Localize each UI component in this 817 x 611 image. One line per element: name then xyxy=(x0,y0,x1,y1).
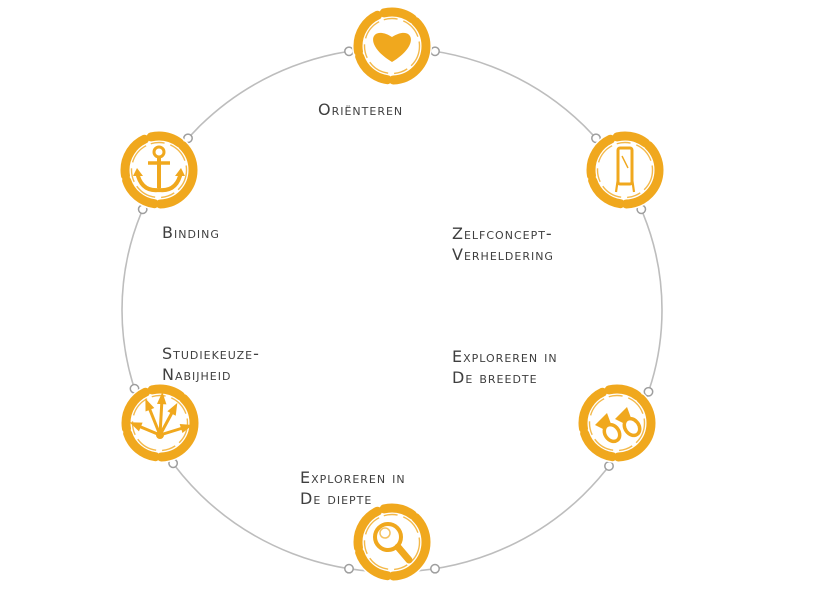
stage-node-binding xyxy=(119,130,199,210)
badge-inner-ring xyxy=(588,394,646,452)
ring-connector-dot xyxy=(344,563,354,574)
stage-node-diepte xyxy=(352,502,432,582)
stage-node-breedte xyxy=(577,383,657,463)
ring-connector-dot xyxy=(604,461,614,471)
mirror-icon xyxy=(614,146,636,193)
ring-connector-dot xyxy=(430,46,440,57)
stage-label-line: ORIËNTEREN xyxy=(318,100,404,119)
ring-connector-dot xyxy=(643,386,654,397)
badge-ring xyxy=(586,131,664,209)
badge-ring xyxy=(353,503,431,581)
ring-connector-dot xyxy=(344,46,354,57)
stage-label-line: BINDING xyxy=(162,223,220,242)
badge-ring xyxy=(578,384,656,462)
stage-node-orienteren xyxy=(352,6,432,86)
stage-label-binding: BINDING xyxy=(162,222,220,243)
binoculars-icon xyxy=(595,407,642,444)
stage-label-breedte: EXPLOREREN IN DE BREEDTE xyxy=(452,346,558,388)
stage-label-line: ZELFCONCEPT- xyxy=(452,224,553,243)
heart-icon xyxy=(373,32,411,62)
anchor-icon xyxy=(133,145,185,193)
stage-label-line: STUDIEKEUZE- xyxy=(162,344,260,363)
badge-inner-ring xyxy=(596,141,654,199)
badge-ring xyxy=(353,7,431,85)
stage-label-diepte: EXPLOREREN IN DE DIEPTE xyxy=(300,467,406,509)
badge-ring xyxy=(121,384,199,462)
stage-label-zelfconcept: ZELFCONCEPT- VERHELDERING xyxy=(452,223,554,265)
stage-label-line: EXPLOREREN IN xyxy=(300,468,406,487)
badge-inner-ring xyxy=(130,141,188,199)
stage-label-line: DE BREEDTE xyxy=(452,368,538,387)
magnifier-icon xyxy=(373,522,413,564)
badge-inner-ring xyxy=(363,513,421,571)
stage-node-zelfconcept xyxy=(585,130,665,210)
stage-nodes xyxy=(119,6,665,582)
stage-node-nabijheid xyxy=(120,383,200,463)
stage-label-line: DE DIEPTE xyxy=(300,489,373,508)
signpost-arrows-icon xyxy=(129,392,193,439)
stage-label-line: VERHELDERING xyxy=(452,245,554,264)
ring-connector-dot xyxy=(430,563,440,574)
badge-ring xyxy=(120,131,198,209)
stage-label-nabijheid: STUDIEKEUZE- NABIJHEID xyxy=(162,343,260,385)
stage-label-line: EXPLOREREN IN xyxy=(452,347,558,366)
stage-label-orienteren: ORIËNTEREN xyxy=(318,99,403,120)
badge-inner-ring xyxy=(363,17,421,75)
stage-label-line: NABIJHEID xyxy=(162,365,232,384)
